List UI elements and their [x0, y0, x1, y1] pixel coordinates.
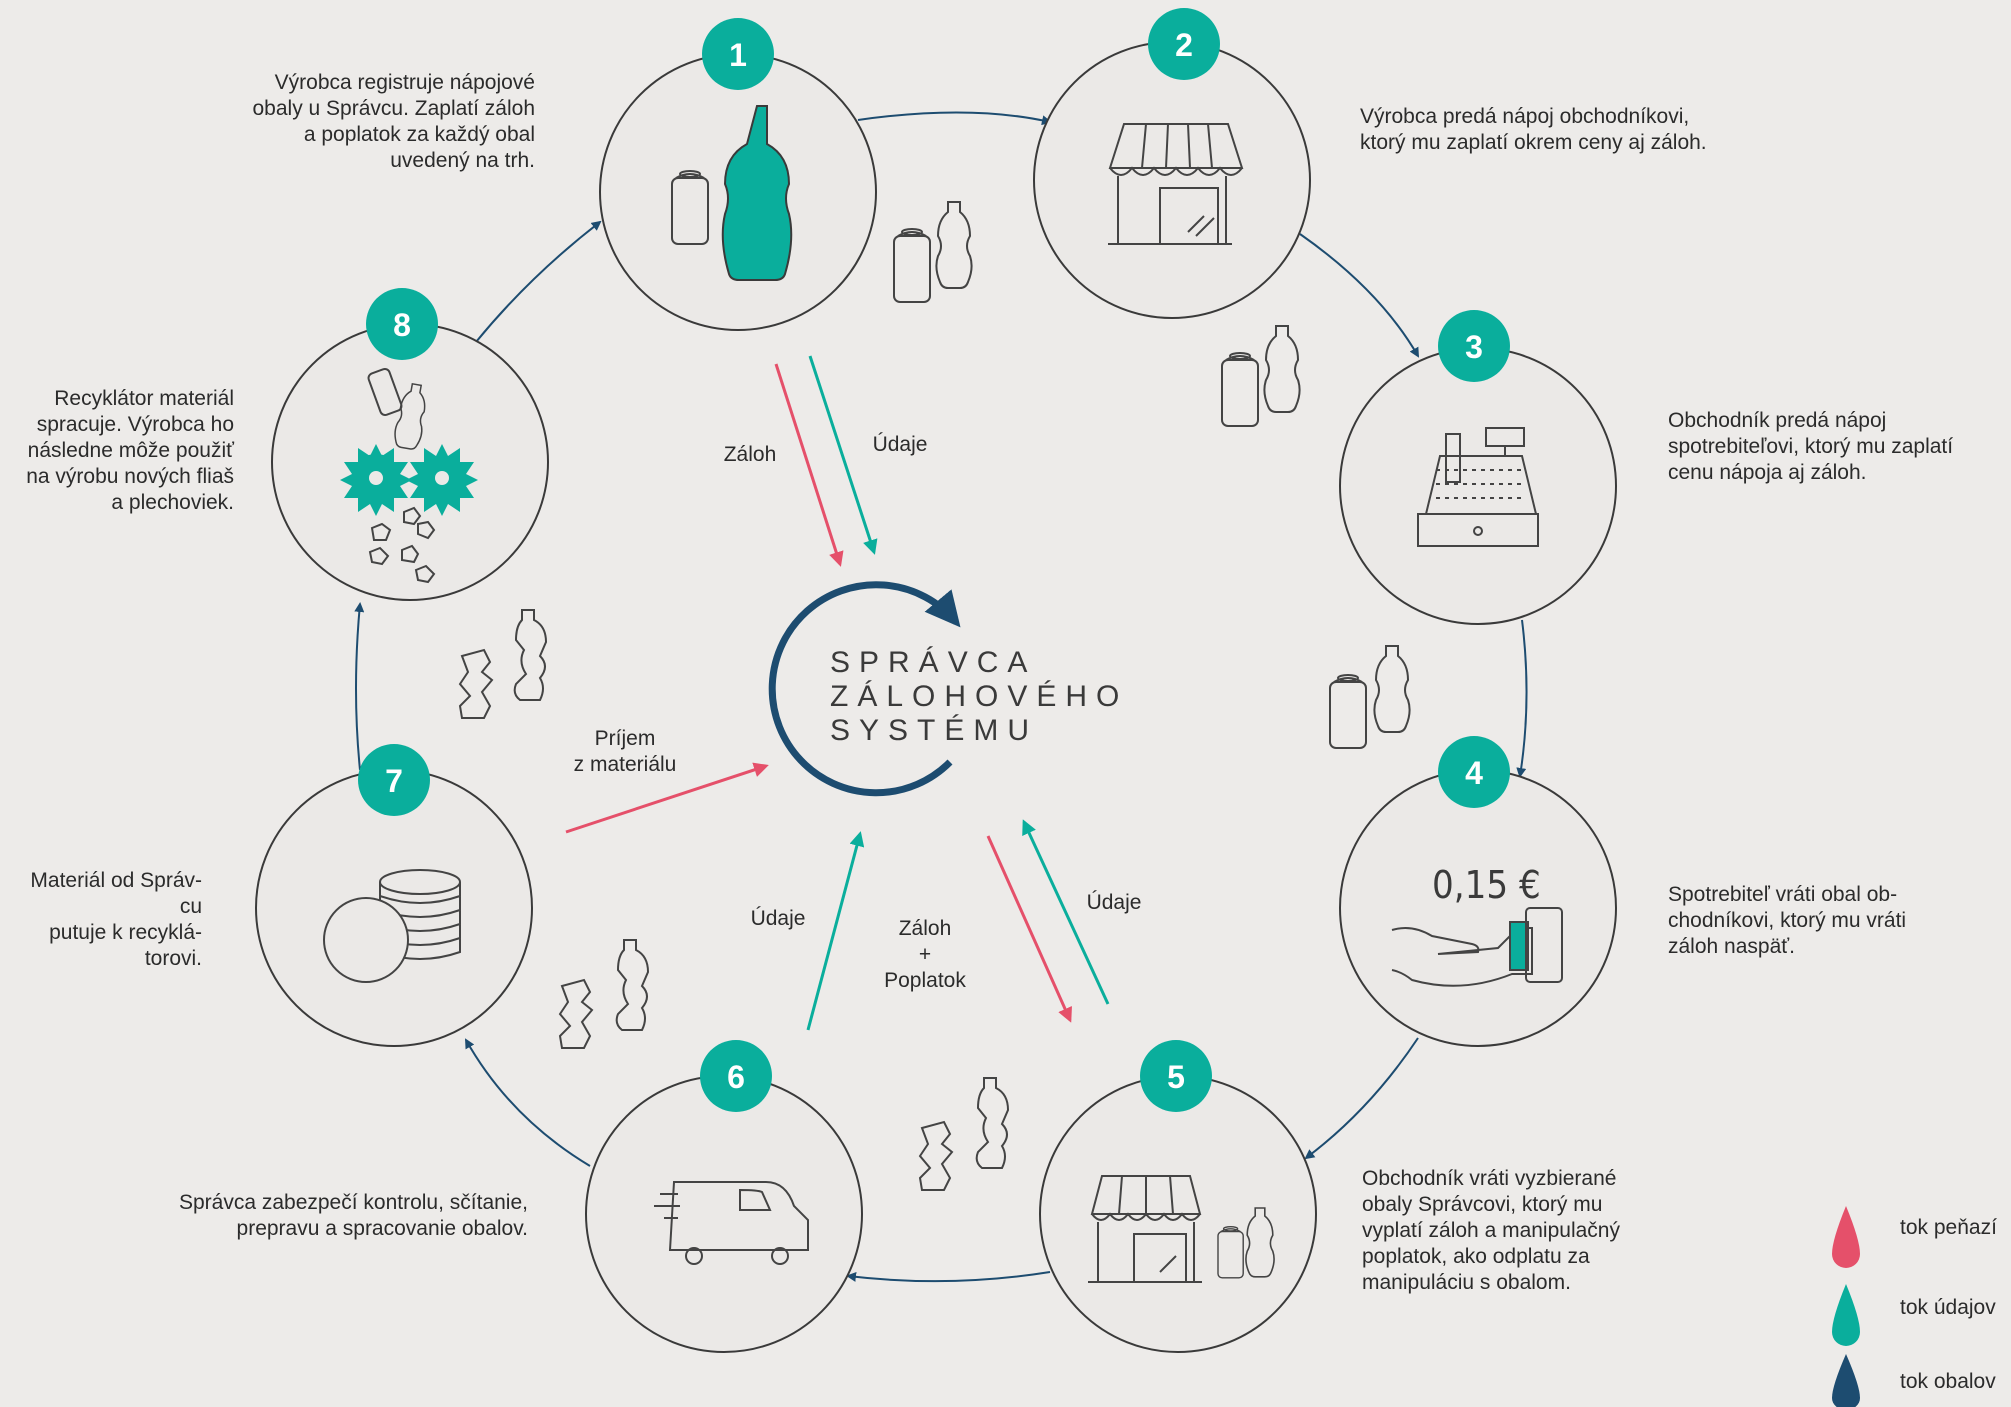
money-arrow-top	[774, 363, 844, 567]
flow-label-zaloh-poplatok: Záloh + Poplatok	[884, 917, 966, 992]
crushed-packaging-icon-b	[559, 939, 649, 1049]
store-return-icon	[1088, 1175, 1275, 1283]
step-badge-7: 7	[358, 744, 430, 816]
crushed-packaging-icon-a	[459, 609, 547, 719]
money-arrow-right	[986, 835, 1072, 1023]
crushed-packaging-icon-c	[919, 1077, 1009, 1191]
step-badge-4: 4	[1438, 736, 1510, 808]
center-title-line-1: SPRÁVCA	[830, 646, 1036, 679]
center-title-line-2: ZÁLOHOVÉHO	[830, 680, 1128, 713]
flow-label-udaje-left: Údaje	[750, 907, 806, 930]
step-number-3: 3	[1465, 329, 1483, 365]
step-circle-3	[1339, 347, 1617, 625]
step-number-8: 8	[393, 307, 411, 343]
step-badges: 1 2 3 4 5 6 7 8	[358, 8, 1510, 1112]
center-logo: SPRÁVCA ZÁLOHOVÉHO SYSTÉMU	[768, 581, 1128, 797]
data-arrow-top	[808, 355, 878, 555]
step-7-description: Materiál od Správ- cu putuje k recyklá- …	[30, 869, 202, 970]
flow-label-zaloh: Záloh	[723, 443, 777, 466]
step-5-description: Obchodník vráti vyzbierané obaly Správco…	[1362, 1167, 1620, 1294]
coins-icon	[323, 869, 461, 983]
legend-money-icon	[1832, 1206, 1860, 1268]
can-bottle-icon-b	[1221, 325, 1301, 427]
legend-packaging-icon	[1832, 1354, 1860, 1407]
legend-data-icon	[1832, 1284, 1860, 1346]
flow-label-udaje-top: Údaje	[872, 433, 928, 456]
legend	[1832, 1206, 1860, 1407]
can-bottle-icon-c	[1329, 645, 1411, 749]
step-circle-2	[1033, 41, 1311, 319]
step-3-description: Obchodník predá nápoj spotrebiteľovi, kt…	[1668, 409, 1954, 484]
gear-right-icon	[406, 444, 478, 516]
step-number-7: 7	[385, 763, 403, 799]
step-4-description: Spotrebiteľ vráti obal ob- chodníkovi, k…	[1668, 883, 1907, 958]
legend-label-money: tok peňazí	[1900, 1216, 1997, 1239]
data-arrow-right	[1022, 819, 1110, 1005]
step-badge-5: 5	[1140, 1040, 1212, 1112]
step-number-2: 2	[1175, 27, 1193, 63]
flow-label-prijem: Príjem z materiálu	[573, 727, 677, 776]
arrow-2-to-3	[1299, 233, 1419, 358]
flow-label-udaje-right: Údaje	[1086, 891, 1142, 914]
hand-coin-icon: 0,15 €	[1391, 863, 1563, 987]
step-8-description: Recyklátor materiál spracuje. Výrobca ho…	[26, 387, 234, 514]
granules-icon	[368, 506, 436, 584]
can-bottle-icon-a	[893, 201, 973, 303]
legend-label-packaging: tok obalov	[1900, 1370, 1996, 1393]
step-circle-4	[1339, 769, 1617, 1047]
cycle-arrows	[354, 111, 1528, 1283]
step-badge-8: 8	[366, 288, 438, 360]
step-number-6: 6	[727, 1059, 745, 1095]
arrow-7-to-8	[354, 602, 365, 771]
recycling-gears-icon	[340, 367, 478, 584]
arrow-3-to-4	[1516, 619, 1528, 778]
step-badge-2: 2	[1148, 8, 1220, 80]
step-badge-3: 3	[1438, 310, 1510, 382]
center-title-line-3: SYSTÉMU	[830, 714, 1038, 747]
legend-label-data: tok údajov	[1900, 1296, 1996, 1319]
van-icon	[654, 1181, 809, 1265]
flow-arrows	[565, 355, 1110, 1031]
icon-step-1	[671, 105, 793, 281]
step-2-description: Výrobca predá nápoj obchodníkovi, ktorý …	[1360, 105, 1707, 154]
money-arrow-left	[565, 762, 769, 834]
price-label: 0,15 €	[1432, 863, 1541, 907]
step-number-5: 5	[1167, 1059, 1185, 1095]
step-circle-6	[585, 1075, 863, 1353]
cash-register-icon	[1417, 427, 1539, 547]
gear-left-icon	[340, 444, 412, 516]
arrow-1-to-2	[857, 111, 1052, 126]
store-icon	[1108, 123, 1244, 245]
bottle-filled-icon	[721, 105, 793, 281]
data-arrow-left	[806, 831, 865, 1031]
step-badge-6: 6	[700, 1040, 772, 1112]
step-number-4: 4	[1465, 755, 1483, 791]
arrow-4-to-5	[1304, 1037, 1419, 1160]
center-circular-arrow	[768, 581, 961, 797]
step-badge-1: 1	[702, 18, 774, 90]
arrow-6-to-7	[465, 1038, 591, 1167]
arrow-5-to-6	[846, 1271, 1051, 1283]
step-number-1: 1	[729, 37, 747, 73]
arrow-8-to-1	[475, 220, 602, 343]
step-1-description: Výrobca registruje nápojové obaly u Sprá…	[252, 71, 536, 172]
step-6-description: Správca zabezpečí kontrolu, sčítanie, pr…	[178, 1191, 528, 1240]
